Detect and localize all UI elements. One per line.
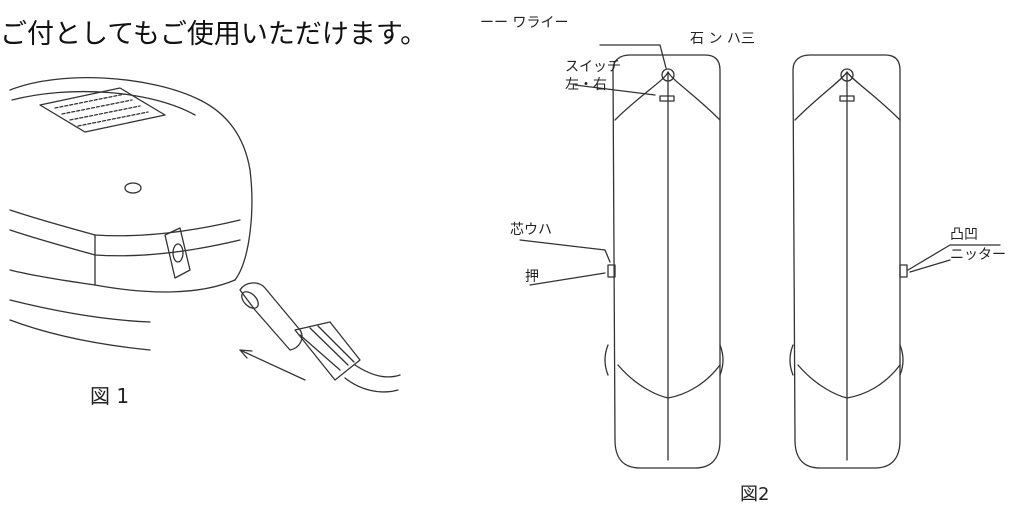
figure-2-caption: 図2 (740, 484, 770, 505)
label-switch: スイッチ (565, 59, 621, 75)
figure-1: 図 1 (0, 60, 470, 460)
label-switch-sub: 左・右 (565, 77, 607, 93)
label-top-b: 石 ン ハ三 (690, 31, 755, 47)
figure-1-caption: 図 1 (90, 384, 130, 408)
figure-2: ーー ワライー 石 ン ハ三 スイッチ 左・右 芯ウハ 押 凸凹 ニッター 図2 (480, 0, 1018, 512)
label-right-a: 凸凹 (950, 227, 978, 243)
label-top-a: ーー ワライー (480, 15, 569, 31)
document-top-text: ご付としてもご使用いただけます。 (0, 19, 428, 50)
label-right-b: ニッター (950, 247, 1006, 263)
figure-1-illustration (9, 77, 401, 393)
label-left-mid: 芯ウハ (510, 222, 552, 238)
label-left-push: 押 (525, 269, 539, 285)
figure-2-illustration (519, 44, 1001, 469)
